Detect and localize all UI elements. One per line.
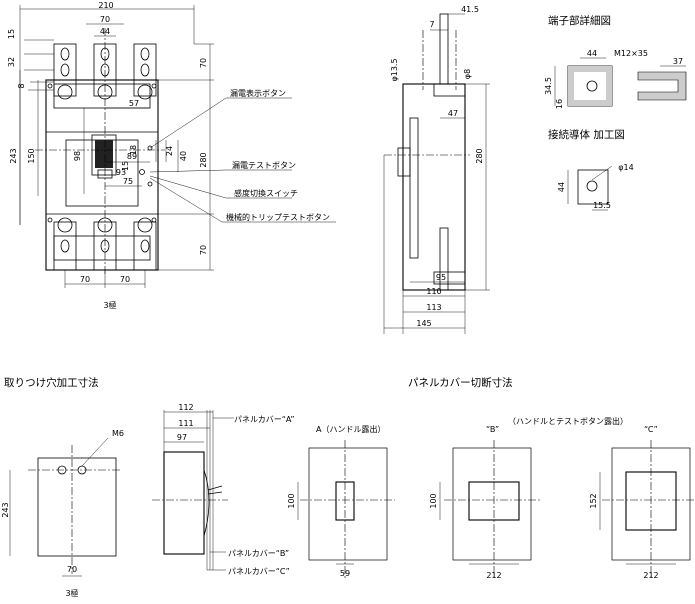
side-dim-97: 97 [177, 433, 187, 442]
view-a-dim-height: 100 [287, 493, 296, 508]
dim-15: 15 [7, 29, 16, 39]
dim-113: 113 [426, 303, 441, 312]
callout-sensitivity-switch: 感度切換スイッチ [234, 188, 298, 198]
dim-phi-8: φ8 [463, 69, 472, 79]
panel-cover-drawing: パネルカバー切断寸法 112 111 97 パネルカバー“A” パネルカバー“B… [152, 376, 695, 580]
dim-40: 40 [179, 151, 188, 161]
panel-cover-title: パネルカバー切断寸法 [408, 376, 513, 389]
panel-cover-a-label: パネルカバー“A” [234, 415, 295, 424]
dim-top-70: 70 [199, 58, 208, 68]
side-dim-112: 112 [178, 403, 193, 412]
view-b-label: “B” [486, 425, 499, 434]
view-c-label: “C” [644, 425, 658, 434]
dim-pitch-70: 70 [100, 15, 110, 24]
dim-24: 24 [165, 146, 174, 156]
mount-title: 取りつけ穴加工寸法 [4, 376, 99, 389]
dim-width-210: 210 [98, 1, 113, 10]
view-c-dim-height: 152 [589, 493, 598, 508]
dim-bottom-70: 70 [199, 245, 208, 255]
mounting-hole-drawing: 取りつけ穴加工寸法 M6 243 70 3極 [1, 376, 124, 598]
panel-cover-c-label: パネルカバー“C” [228, 567, 290, 576]
view-b-dim-height: 100 [429, 493, 438, 508]
dim-75: 75 [123, 177, 133, 186]
dim-18: 18 [129, 145, 138, 155]
dim-pitch-bottom-1: 70 [80, 275, 90, 284]
front-view-caption: 3極 [103, 300, 116, 310]
dim-32: 32 [7, 57, 16, 67]
callouts: 漏電表示ボタン 漏電テストボタン 感度切換スイッチ 機械的トリップテストボタン [149, 88, 336, 223]
mount-caption: 3極 [65, 588, 78, 598]
mount-dim-70: 70 [67, 565, 77, 574]
view-a-label: A（ハンドル露出） [316, 424, 385, 434]
dim-pitch-bottom-2: 70 [120, 275, 130, 284]
dim-110: 110 [426, 287, 441, 296]
view-c-dim-width: 212 [643, 571, 658, 580]
callout-leak-indicator: 漏電表示ボタン [230, 88, 286, 98]
view-b-note: （ハンドルとテストボタン露出） [508, 416, 628, 426]
conductor-title: 接続導体 加工図 [548, 128, 625, 141]
dim-145: 145 [416, 319, 431, 328]
terminal-detail-title: 端子部詳細図 [548, 14, 611, 27]
dim-280: 280 [199, 152, 208, 167]
dim-89: 89 [127, 152, 137, 161]
terminal-dim-44: 44 [587, 49, 597, 58]
panel-cover-b-label: パネルカバー“B” [228, 549, 289, 558]
terminal-dim-37: 37 [673, 57, 683, 66]
dim-93: 93 [116, 168, 126, 177]
conductor-dim-15-5: 15.5 [593, 201, 611, 210]
view-a-dim-width: 59 [340, 569, 350, 578]
view-b-dim-width: 212 [486, 571, 501, 580]
side-view: 7 41.5 φ13.5 φ8 47 280 95 110 113 145 [383, 5, 490, 334]
callout-trip-test: 機械的トリップテストボタン [226, 212, 330, 222]
conductor-dim-44: 44 [557, 182, 566, 192]
dim-15-small: 15 [121, 161, 130, 171]
dim-8: 8 [17, 83, 26, 88]
side-dim-111: 111 [178, 419, 193, 428]
front-view: 210 70 44 15 32 8 70 57 89 243 150 98 24… [7, 1, 214, 310]
terminal-detail: 端子部詳細図 44 M12×35 34.5 16 37 [544, 14, 687, 109]
dim-150: 150 [27, 148, 36, 163]
conductor-dim-phi14: φ14 [618, 163, 633, 172]
mount-dim-m6: M6 [112, 429, 124, 438]
terminal-dim-34-5: 34.5 [544, 77, 553, 95]
mount-dim-243: 243 [1, 502, 10, 517]
callout-leak-test: 漏電テストボタン [232, 160, 296, 170]
dim-57: 57 [129, 99, 139, 108]
dim-41-5: 41.5 [461, 5, 479, 14]
dim-98: 98 [73, 151, 82, 161]
dim-terminal-44: 44 [100, 27, 110, 36]
dim-side-280: 280 [475, 148, 484, 163]
conductor-detail: 接続導体 加工図 φ14 44 15.5 [548, 128, 634, 211]
dim-95: 95 [436, 273, 446, 282]
dim-47: 47 [448, 109, 458, 118]
dim-7: 7 [429, 20, 434, 29]
terminal-dim-16: 16 [555, 99, 564, 109]
terminal-dim-m12: M12×35 [614, 49, 648, 58]
dim-243: 243 [9, 148, 18, 163]
dim-phi-13-5: φ13.5 [390, 58, 399, 81]
